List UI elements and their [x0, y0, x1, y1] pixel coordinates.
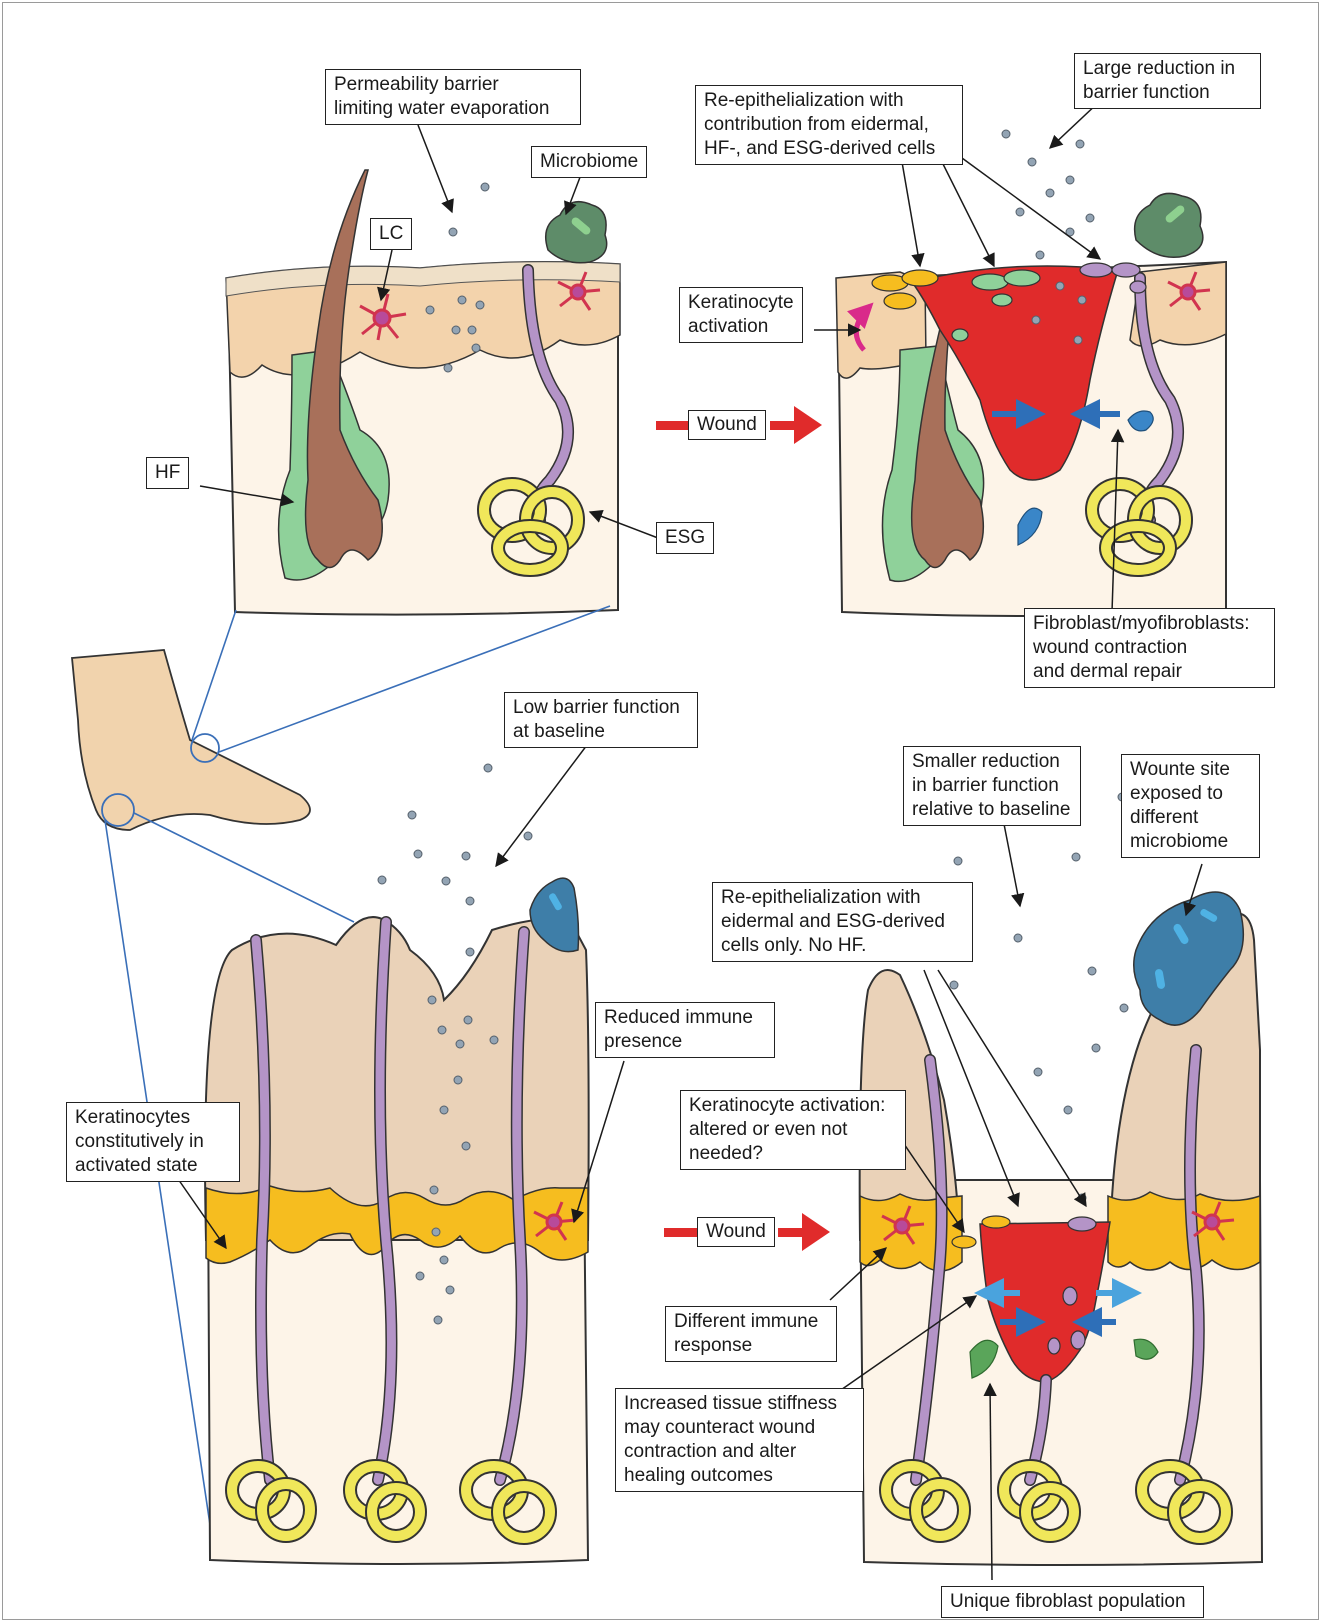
label-wound-top: Wound — [688, 410, 766, 440]
label-low-barrier: Low barrier function at baseline — [504, 692, 698, 748]
label-lc: LC — [370, 218, 412, 250]
label-smaller-reduction: Smaller reduction in barrier function re… — [903, 746, 1081, 826]
label-permeability-barrier: Permeability barrier limiting water evap… — [325, 69, 581, 125]
label-fibroblast-myofibroblasts: Fibroblast/myofibroblasts: wound contrac… — [1024, 608, 1275, 688]
label-esg: ESG — [656, 522, 714, 554]
microbiome-icon — [546, 202, 607, 263]
plantar-skin-block — [205, 764, 589, 1564]
foot-icon — [72, 650, 310, 830]
label-unique-fibroblast: Unique fibroblast population — [941, 1586, 1204, 1618]
label-keratinocyte-altered: Keratinocyte activation: altered or even… — [680, 1090, 906, 1170]
hairy-wound-block — [836, 130, 1226, 616]
hairy-skin-block — [226, 170, 620, 615]
label-large-reduction: Large reduction in barrier function — [1074, 53, 1261, 109]
label-reepithelialization-top: Re-epithelialization with contribution f… — [695, 85, 963, 165]
label-wound-bottom: Wound — [697, 1217, 775, 1247]
label-wound-site-microbiome: Wounte site exposed to different microbi… — [1121, 754, 1260, 858]
label-hf: HF — [146, 457, 189, 489]
label-microbiome: Microbiome — [531, 146, 647, 178]
label-keratinocyte-activation: Keratinocyte activation — [679, 287, 803, 343]
activated-keratinocytes-right — [1108, 1192, 1260, 1270]
microbiome-icon — [1135, 193, 1203, 257]
label-different-immune: Different immune response — [665, 1306, 837, 1362]
water-dots — [950, 793, 1128, 1202]
label-tissue-stiffness: Increased tissue stiffness may counterac… — [615, 1388, 864, 1492]
label-reepithelialization-bottom: Re-epithelialization with eidermal and E… — [712, 882, 973, 962]
label-reduced-immune: Reduced immune presence — [595, 1002, 775, 1058]
label-keratinocytes-constitutive: Keratinocytes constitutively in activate… — [66, 1102, 240, 1182]
